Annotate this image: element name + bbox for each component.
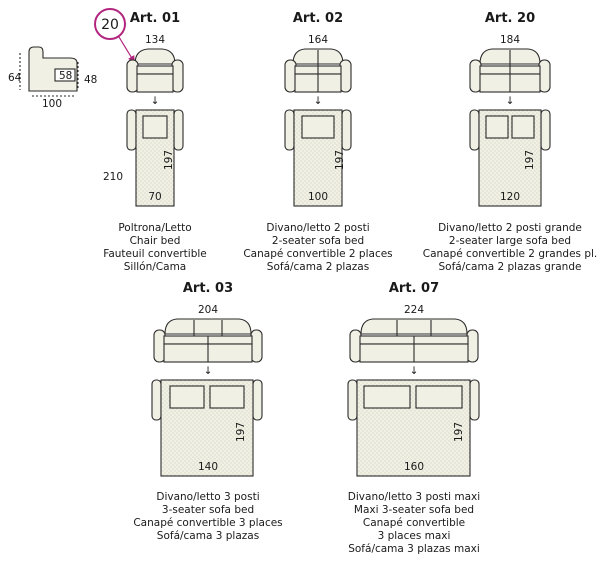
sofa-width: 204 <box>198 304 218 316</box>
sofa-width: 224 <box>404 304 424 316</box>
down-arrow: ↓ <box>204 365 213 377</box>
legend-depth: 48 <box>84 74 97 86</box>
badge-pointer <box>118 36 135 64</box>
item-art-02: Art. 02 164 ↓ 197 100 Divano/letto 2 pos… <box>243 11 392 273</box>
mattress-length: 197 <box>334 150 346 170</box>
badge-number: 20 <box>101 17 119 33</box>
caption-line: Chair bed <box>130 235 181 247</box>
bed-top-view <box>126 109 184 207</box>
pillow <box>169 385 205 409</box>
pillow <box>209 385 245 409</box>
mattress-length: 197 <box>235 422 247 442</box>
caption-line: 3 places maxi <box>378 530 451 542</box>
item-title: Art. 02 <box>293 11 343 26</box>
pillow <box>415 385 463 409</box>
caption-line: Sofá/cama 2 plazas <box>267 261 369 273</box>
item-art-03: Art. 03 204 ↓ 197 140 Divano/letto 3 pos… <box>133 281 282 542</box>
caption-line: 2-seater large sofa bed <box>449 235 571 247</box>
legend-width: 100 <box>42 98 62 110</box>
sofa-front-view <box>126 48 184 93</box>
down-arrow: ↓ <box>151 95 160 107</box>
bed-top-view <box>151 379 263 477</box>
item-title: Art. 01 <box>130 11 180 26</box>
caption-line: Divano/letto 2 posti <box>266 222 369 234</box>
item-title: Art. 20 <box>485 11 535 26</box>
bed-length: 210 <box>103 171 123 183</box>
sofa-front-view <box>153 318 263 363</box>
caption-line: Sofá/cama 2 plazas grande <box>439 261 582 273</box>
caption-line: 3-seater sofa bed <box>162 504 254 516</box>
sofa-width: 184 <box>500 34 520 46</box>
legend-seat-depth: 58 <box>59 70 72 82</box>
seat-depth-box <box>54 68 76 82</box>
caption-line: 2-seater sofa bed <box>272 235 364 247</box>
caption-line: Canapé convertible 2 places <box>243 248 392 260</box>
bed-top-view <box>284 109 352 207</box>
mattress-length: 197 <box>163 150 175 170</box>
item-title: Art. 03 <box>183 281 233 296</box>
caption-line: Divano/letto 3 posti <box>156 491 259 503</box>
down-arrow: ↓ <box>410 365 419 377</box>
sofa-width: 134 <box>145 34 165 46</box>
caption-line: Fauteuil convertible <box>103 248 207 260</box>
badge-circle <box>94 8 126 40</box>
sofa-front-view <box>469 48 551 93</box>
caption-line: Canapé convertible 2 grandes pl. <box>423 248 598 260</box>
mattress-length: 197 <box>524 150 536 170</box>
pillow <box>485 115 509 139</box>
item-title: Art. 07 <box>389 281 439 296</box>
bed-top-view <box>347 379 480 477</box>
legend-side-view: 64 48 58 100 <box>8 46 97 110</box>
caption-line: Sofá/cama 3 plazas maxi <box>348 543 480 555</box>
pillow <box>363 385 411 409</box>
caption-line: Sillón/Cama <box>124 261 186 273</box>
bed-top-view <box>469 109 551 207</box>
pillow <box>142 115 168 139</box>
caption-line: Canapé convertible <box>363 517 465 529</box>
mattress-width: 70 <box>148 191 161 203</box>
sofa-front-view <box>284 48 352 93</box>
item-art-01: Art. 01 134 ↓ 210 197 70 Poltrona/Letto … <box>103 11 207 273</box>
mattress-length: 197 <box>453 422 465 442</box>
mattress-width: 120 <box>500 191 520 203</box>
pillow <box>301 115 335 139</box>
legend-height: 64 <box>8 72 22 84</box>
down-arrow: ↓ <box>314 95 323 107</box>
mattress-width: 100 <box>308 191 328 203</box>
caption-line: Sofá/cama 3 plazas <box>157 530 259 542</box>
item-art-07: Art. 07 224 ↓ 197 160 Divano/letto 3 pos… <box>347 281 480 555</box>
sofa-width: 164 <box>308 34 328 46</box>
caption-line: Divano/letto 3 posti maxi <box>348 491 480 503</box>
pillow <box>511 115 535 139</box>
sofa-front-view <box>349 318 479 363</box>
mattress-width: 160 <box>404 461 424 473</box>
caption-line: Poltrona/Letto <box>118 222 191 234</box>
caption-line: Divano/letto 2 posti grande <box>438 222 582 234</box>
mattress-width: 140 <box>198 461 218 473</box>
down-arrow: ↓ <box>506 95 515 107</box>
caption-line: Maxi 3-seater sofa bed <box>354 504 474 516</box>
caption-line: Canapé convertible 3 places <box>133 517 282 529</box>
item-art-20: Art. 20 184 ↓ 197 120 Divano/letto 2 pos… <box>423 11 598 273</box>
badge: 20 <box>94 8 135 64</box>
